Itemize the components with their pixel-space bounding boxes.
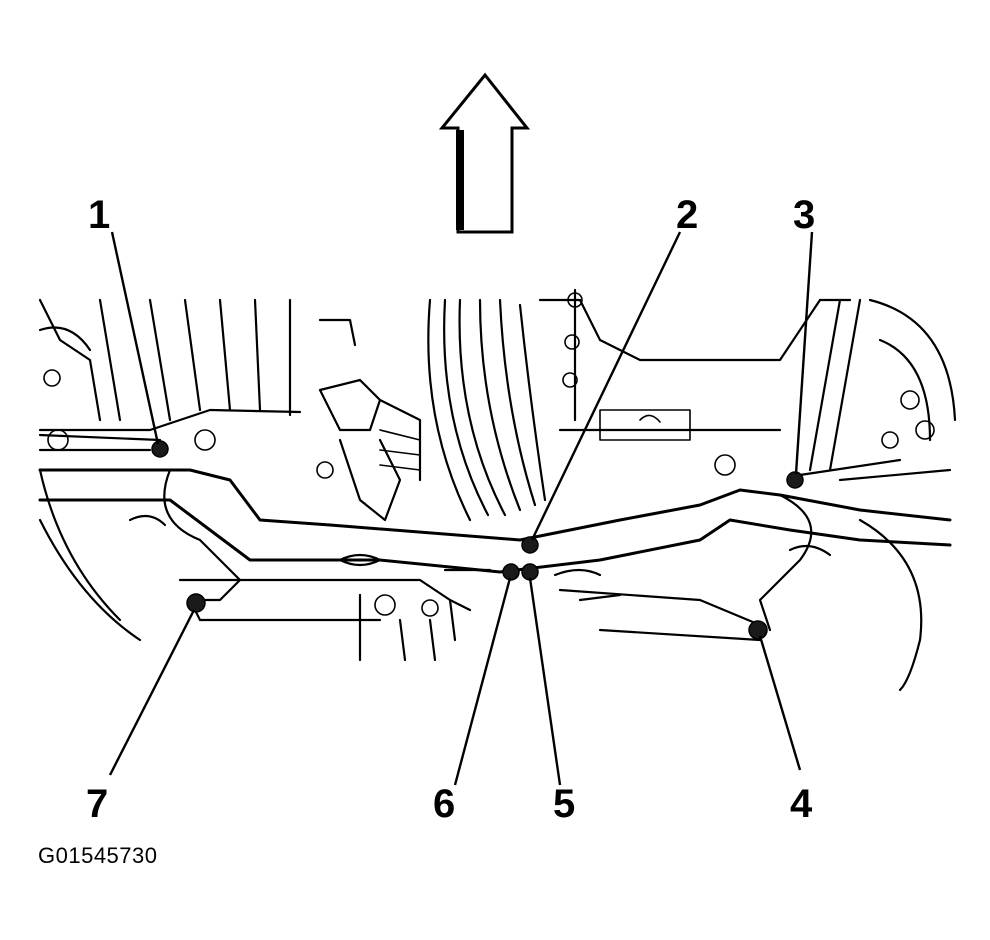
nut-4 — [748, 620, 768, 640]
callout-5: 5 — [553, 782, 575, 826]
callout-4: 4 — [790, 782, 813, 826]
callout-1: 1 — [88, 193, 110, 237]
callout-7: 7 — [86, 782, 108, 826]
nut-1 — [151, 440, 169, 458]
callout-3: 3 — [793, 193, 815, 237]
forward-arrow-icon — [438, 72, 531, 234]
callout-6: 6 — [433, 782, 455, 826]
callout-labels: 1 2 3 4 5 6 7 — [86, 193, 815, 826]
rear-subframe — [38, 468, 952, 662]
leader-lines — [108, 231, 814, 786]
fasteners — [151, 440, 804, 640]
underbody-structure — [38, 288, 957, 692]
callout-2: 2 — [676, 193, 698, 237]
nut-2 — [521, 536, 539, 554]
nut-5 — [521, 563, 539, 581]
nut-6 — [502, 563, 520, 581]
nut-7 — [186, 593, 206, 613]
figure-id: G01545730 — [38, 843, 158, 868]
nut-3 — [786, 471, 804, 489]
